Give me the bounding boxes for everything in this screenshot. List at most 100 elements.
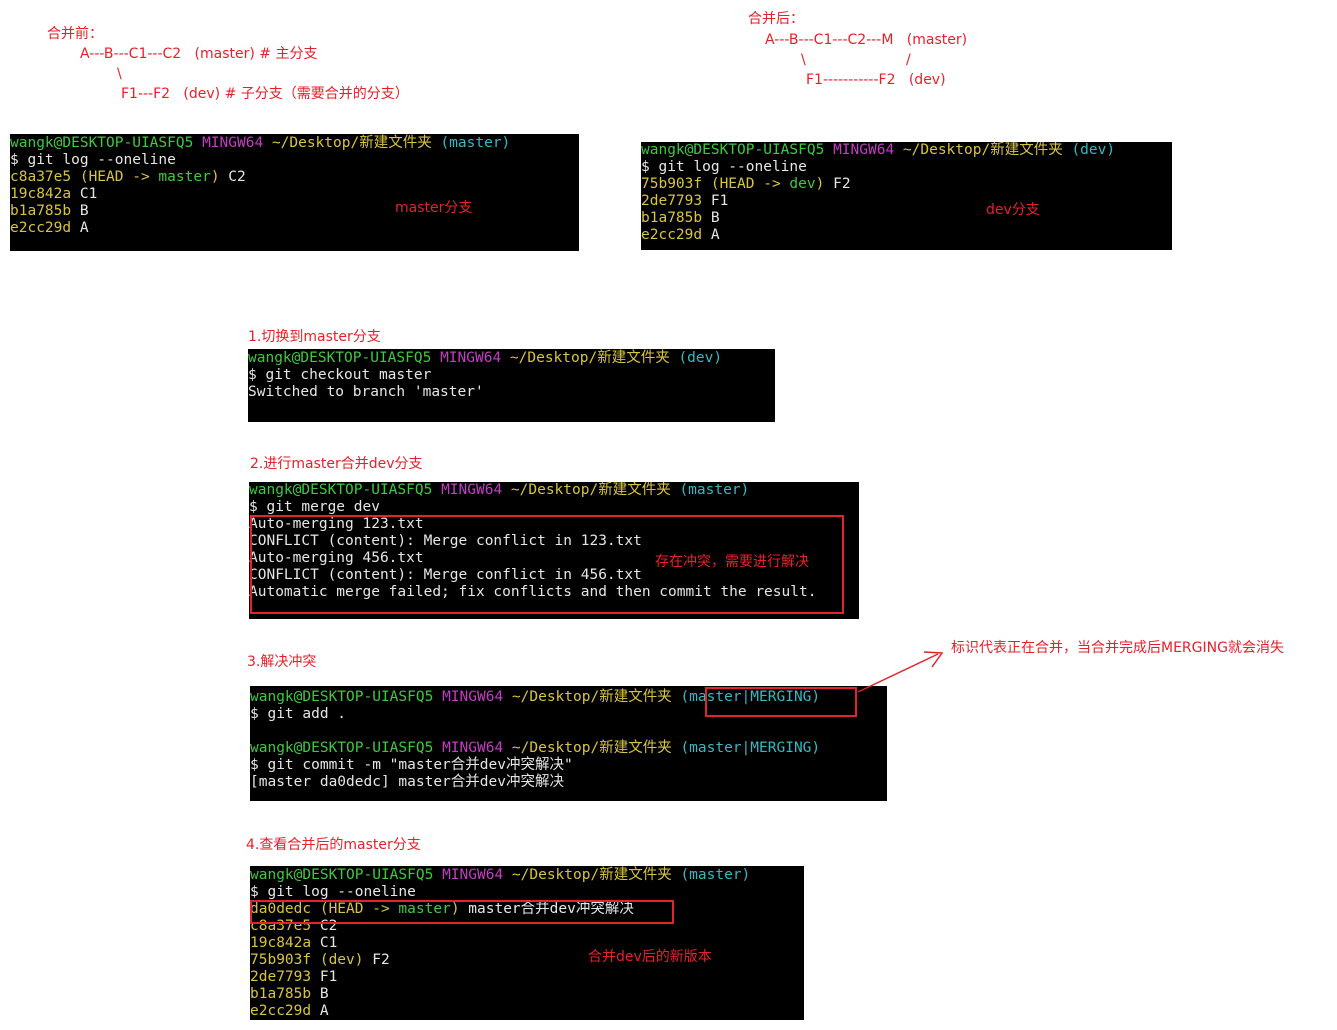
step-2-title: 2.进行master合并dev分支 (250, 456, 423, 472)
ref-open: (HEAD -> (710, 176, 790, 192)
prompt-branch: (dev) (1071, 142, 1116, 158)
commit-hash: 75b903f (641, 176, 703, 192)
commit-message: F2 (372, 952, 390, 968)
commit-hash: e2cc29d (641, 227, 703, 243)
prompt-branch: (master) (440, 135, 511, 151)
commit-message: C2 (319, 918, 338, 934)
prompt-branch-merging: (master|MERGING) (680, 740, 821, 756)
after-merge-title: 合并后： (748, 11, 804, 27)
command-line: $ git log --oneline (641, 159, 807, 175)
commit-line: 19c842a C1 (250, 935, 804, 952)
prompt-env: MINGW64 (440, 350, 502, 366)
prompt-user: wangk@DESKTOP-UIASFQ5 (641, 142, 825, 158)
output-line: Auto-merging 456.txt (249, 550, 424, 566)
after-merge-line-1: A---B---C1---C2---M (master) (765, 32, 968, 48)
after-merge-line-2b: / (906, 52, 911, 68)
commit-ref: (dev) (319, 952, 364, 968)
terminal-dev-log: wangk@DESKTOP-UIASFQ5 MINGW64 ~/Desktop/… (641, 142, 1172, 250)
commit-hash: b1a785b (250, 986, 312, 1002)
new-version-label: 合并dev后的新版本 (588, 949, 712, 965)
output-line: CONFLICT (content): Merge conflict in 45… (249, 567, 642, 583)
prompt-env: MINGW64 (442, 689, 504, 705)
commit-hash: c8a37e5 (250, 918, 312, 934)
prompt-branch-merging: (master|MERGING) (680, 689, 821, 705)
terminal-final-log: wangk@DESKTOP-UIASFQ5 MINGW64 ~/Desktop/… (250, 866, 804, 1020)
commit-hash: e2cc29d (10, 220, 72, 236)
commit-message: C1 (79, 186, 98, 202)
prompt-user: wangk@DESKTOP-UIASFQ5 (250, 689, 434, 705)
output-line: Switched to branch 'master' (248, 384, 484, 400)
output-line: CONFLICT (content): Merge conflict in 12… (249, 533, 642, 549)
commit-line: 2de7793 F1 (250, 969, 804, 986)
ref-branch: dev (789, 176, 816, 192)
prompt-branch: (master) (680, 867, 751, 883)
commit-line: 19c842a C1 (10, 186, 579, 203)
terminal-merge: wangk@DESKTOP-UIASFQ5 MINGW64 ~/Desktop/… (249, 482, 859, 619)
after-merge-line-2a: \ (801, 52, 806, 68)
commit-message: F1 (319, 969, 338, 985)
commit-message: B (710, 210, 720, 226)
after-merge-line-3: F1-----------F2 (dev) (806, 72, 946, 88)
prompt-line: wangk@DESKTOP-UIASFQ5 MINGW64 ~/Desktop/… (250, 867, 804, 884)
commit-line: 2de7793 F1 (641, 193, 1172, 210)
commit-hash: b1a785b (641, 210, 703, 226)
commit-hash: e2cc29d (250, 1003, 312, 1019)
commit-hash: 2de7793 (641, 193, 703, 209)
command-line: $ git log --oneline (250, 884, 416, 900)
commit-hash: c8a37e5 (10, 169, 72, 185)
prompt-user: wangk@DESKTOP-UIASFQ5 (248, 350, 432, 366)
ref-branch: master (158, 169, 211, 185)
ref-close: ) (815, 176, 825, 192)
step-1-title: 1.切换到master分支 (248, 329, 381, 345)
commit-message: A (79, 220, 89, 236)
ref-close: ) (210, 169, 220, 185)
prompt-line: wangk@DESKTOP-UIASFQ5 MINGW64 ~/Desktop/… (248, 350, 775, 367)
prompt-line: wangk@DESKTOP-UIASFQ5 MINGW64 ~/Desktop/… (641, 142, 1172, 159)
prompt-path: ~/Desktop/新建文件夹 (902, 142, 1063, 158)
terminal-checkout: wangk@DESKTOP-UIASFQ5 MINGW64 ~/Desktop/… (248, 349, 775, 422)
commit-hash: b1a785b (10, 203, 72, 219)
output-line: Automatic merge failed; fix conflicts an… (249, 584, 817, 600)
commit-line: e2cc29d A (641, 227, 1172, 244)
command-line: $ git merge dev (249, 499, 380, 515)
commit-hash: 19c842a (250, 935, 312, 951)
commit-line-head: da0dedc (HEAD -> master) master合并dev冲突解决 (250, 901, 804, 918)
commit-message: master合并dev冲突解决 (468, 901, 634, 917)
ref-close: ) (450, 901, 460, 917)
prompt-path: ~/Desktop/新建文件夹 (510, 482, 671, 498)
commit-message: F1 (710, 193, 729, 209)
prompt-path: ~/Desktop/新建文件夹 (511, 740, 672, 756)
commit-hash: 2de7793 (250, 969, 312, 985)
before-merge-line-3: F1---F2 (dev) # 子分支（需要合并的分支） (121, 86, 409, 102)
commit-line: b1a785b B (641, 210, 1172, 227)
commit-line-head: c8a37e5 (HEAD -> master) C2 (10, 169, 579, 186)
prompt-branch: (dev) (678, 350, 723, 366)
commit-message: B (79, 203, 89, 219)
commit-line: e2cc29d A (250, 1003, 804, 1020)
prompt-path: ~/Desktop/新建文件夹 (511, 867, 672, 883)
terminal-master-log: wangk@DESKTOP-UIASFQ5 MINGW64 ~/Desktop/… (10, 134, 579, 251)
commit-message: B (319, 986, 329, 1002)
terminal-resolve: wangk@DESKTOP-UIASFQ5 MINGW64 ~/Desktop/… (250, 686, 887, 801)
prompt-line: wangk@DESKTOP-UIASFQ5 MINGW64 ~/Desktop/… (250, 689, 887, 706)
commit-line-head: 75b903f (HEAD -> dev) F2 (641, 176, 1172, 193)
step-4-title: 4.查看合并后的master分支 (246, 837, 421, 853)
prompt-branch: (master) (679, 482, 750, 498)
prompt-user: wangk@DESKTOP-UIASFQ5 (250, 740, 434, 756)
before-merge-line-2: \ (117, 66, 122, 82)
commit-line: 75b903f (dev) F2 (250, 952, 804, 969)
merging-annotation: 标识代表正在合并，当合并完成后MERGING就会消失 (951, 640, 1284, 656)
prompt-line: wangk@DESKTOP-UIASFQ5 MINGW64 ~/Desktop/… (250, 740, 887, 757)
conflict-label: 存在冲突，需要进行解决 (655, 554, 809, 570)
prompt-path: ~/Desktop/新建文件夹 (511, 689, 672, 705)
output-line: Auto-merging 123.txt (249, 516, 424, 532)
ref-open: (HEAD -> (319, 901, 399, 917)
output-line: [master da0dedc] master合并dev冲突解决 (250, 774, 564, 790)
ref-branch: master (398, 901, 451, 917)
command-line: $ git log --oneline (10, 152, 176, 168)
prompt-user: wangk@DESKTOP-UIASFQ5 (249, 482, 433, 498)
commit-message: C1 (319, 935, 338, 951)
prompt-path: ~/Desktop/新建文件夹 (271, 135, 432, 151)
prompt-env: MINGW64 (202, 135, 264, 151)
